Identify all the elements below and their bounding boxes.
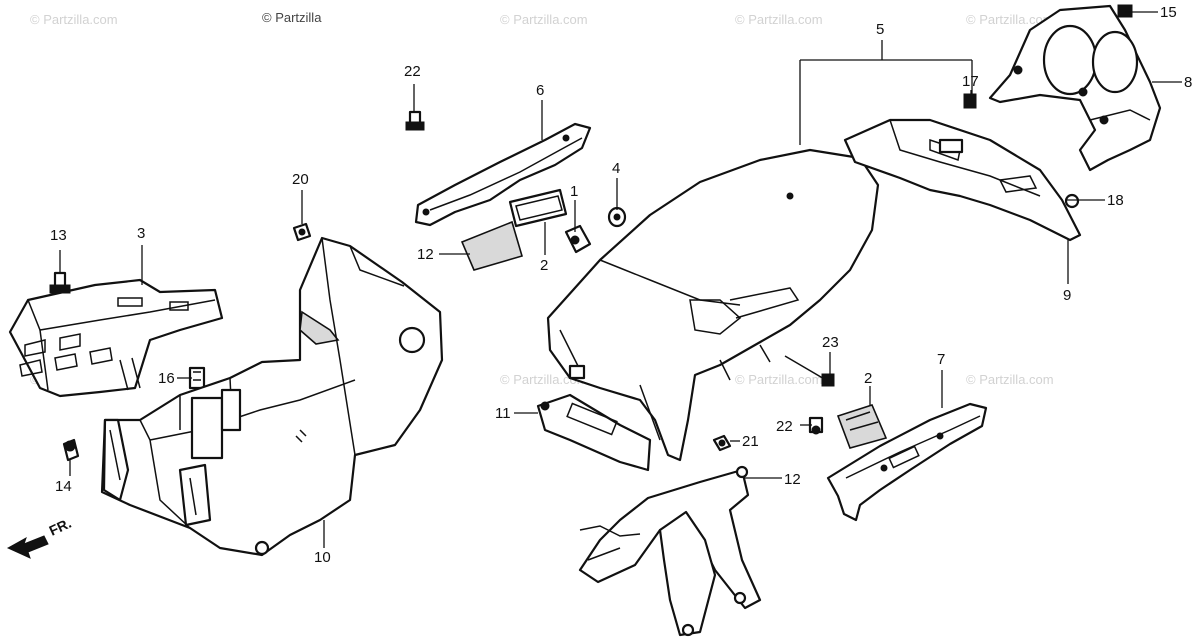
callout-2[interactable]: 2 [864, 370, 872, 387]
part-15-screw [62, 438, 80, 462]
watermark-text: © Partzilla.com [735, 372, 823, 387]
callout-5[interactable]: 5 [876, 21, 884, 38]
part-19-nut [1064, 193, 1080, 209]
part-6-side-trim [414, 122, 592, 227]
callout-7[interactable]: 7 [937, 351, 945, 368]
callout-6[interactable]: 6 [536, 82, 544, 99]
callout-4[interactable]: 4 [612, 160, 620, 177]
watermark-text: © Partzilla.com [500, 372, 588, 387]
part-3-tray [8, 278, 224, 398]
callout-3[interactable]: 3 [137, 225, 145, 242]
callout-11[interactable]: 11 [495, 405, 511, 422]
callout-19[interactable]: 18 [1107, 192, 1124, 209]
callout-9[interactable]: 9 [1063, 287, 1071, 304]
watermark-text: © Partzilla.com [966, 372, 1054, 387]
part-22-bolt-top [405, 110, 425, 131]
part-14-bolt [49, 271, 71, 294]
part-2-reflector-right [836, 404, 888, 449]
callout-14[interactable]: 13 [50, 227, 67, 244]
callout-10[interactable]: 10 [314, 549, 331, 566]
part-5-rear-fender [546, 148, 880, 462]
part-18-clip [963, 93, 977, 109]
callout-23[interactable]: 23 [822, 334, 839, 351]
callout-20[interactable]: 20 [292, 171, 309, 188]
callout-12[interactable]: 12 [784, 471, 801, 488]
front-direction-indicator: FR. [6, 515, 74, 559]
callout-13[interactable]: 12 [417, 246, 434, 263]
callout-18[interactable]: 17 [962, 73, 979, 90]
callouts: 22 20 3 13 6 12 2 1 4 5 17 15 8 18 9 16 … [50, 4, 1192, 566]
part-4-grommet [607, 206, 627, 228]
part-10-inner-fender [100, 236, 444, 557]
watermark-text: © Partzilla.com [30, 12, 118, 27]
part-17-clip [188, 366, 206, 390]
callout-8[interactable]: 8 [1184, 74, 1192, 91]
leader-lines [59, 11, 1182, 548]
part-12-lower-mount [578, 465, 762, 637]
watermark-text: © Partzilla.com [500, 12, 588, 27]
front-label: FR. [47, 515, 74, 539]
callout-22[interactable]: 22 [404, 63, 421, 80]
part-23-bolt [784, 355, 835, 387]
part-11-plate-bracket [536, 393, 652, 472]
part-13-pad [460, 220, 523, 271]
part-9-bracket [843, 118, 1082, 242]
callout-2[interactable]: 2 [540, 257, 548, 274]
part-21-nut [712, 434, 732, 452]
watermark-text: © Partzilla.com [966, 12, 1054, 27]
part-16-screw [1117, 4, 1133, 18]
callout-21[interactable]: 21 [742, 433, 759, 450]
callout-16[interactable]: 15 [1160, 4, 1177, 21]
callout-22[interactable]: 22 [776, 418, 793, 435]
part-7-side-trim [826, 402, 988, 522]
watermark-text: © Partzilla.com [735, 12, 823, 27]
part-20-nut [292, 222, 312, 242]
part-22-bolt-lower [808, 416, 824, 435]
arrow-icon [6, 535, 49, 559]
part-2-reflector-left [508, 188, 568, 228]
part-1-bracket [564, 224, 592, 254]
callout-1[interactable]: 1 [570, 183, 578, 200]
watermark-text: © Partzilla [262, 10, 322, 25]
callout-15[interactable]: 14 [55, 478, 72, 495]
part-8-housing [988, 4, 1162, 172]
callout-17[interactable]: 16 [158, 370, 175, 387]
